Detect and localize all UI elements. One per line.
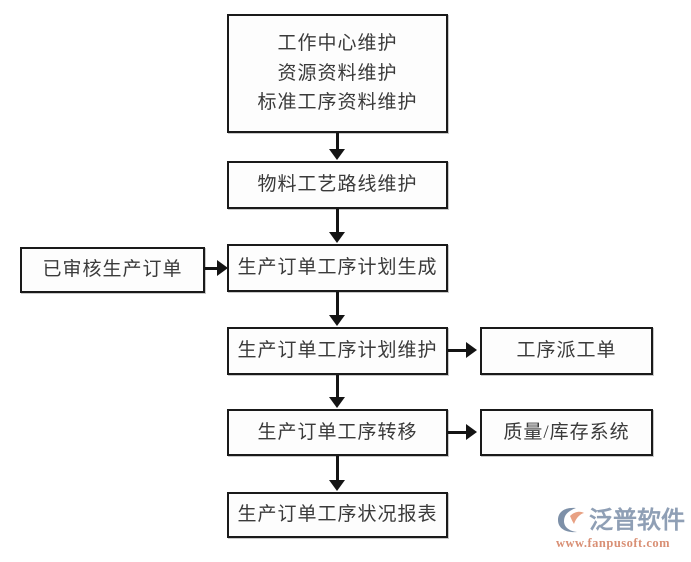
arrowhead-down-icon [329,315,345,326]
node-operation-dispatch-order-label: 工序派工单 [516,340,617,362]
connector-maintain-to-dispatch [448,349,468,352]
node-operation-transfer-label: 生产订单工序转移 [257,421,418,443]
arrowhead-down-icon [329,397,345,408]
node-operation-dispatch-order[interactable]: 工序派工单 [480,327,653,375]
connector-approved-to-generate [205,267,219,270]
connector-transfer-to-quality [448,431,468,434]
arrowhead-right-icon [217,260,228,276]
node-operation-status-report-label: 生产订单工序状况报表 [237,504,438,526]
node-operation-plan-maintain-label: 生产订单工序计划维护 [237,340,438,362]
connector-routing-to-generate [336,209,339,233]
node-operation-plan-generate-label: 生产订单工序计划生成 [237,257,438,279]
node-quality-inventory-system-label: 质量/库存系统 [503,421,630,443]
watermark-brand-text: 泛普软件 [589,505,685,534]
node-operation-plan-generate[interactable]: 生产订单工序计划生成 [227,244,448,292]
node-quality-inventory-system[interactable]: 质量/库存系统 [480,409,653,456]
node-approved-order-label: 已审核生产订单 [42,259,183,281]
node-approved-order[interactable]: 已审核生产订单 [20,247,205,293]
node-basic-data-line-2: 资源资料维护 [277,62,398,84]
connector-transfer-to-report [336,456,339,481]
connector-maintain-to-transfer [336,375,339,398]
arrowhead-right-icon [466,424,477,440]
node-basic-data[interactable]: 工作中心维护 资源资料维护 标准工序资料维护 [227,14,448,133]
node-operation-status-report[interactable]: 生产订单工序状况报表 [227,492,448,538]
node-operation-transfer[interactable]: 生产订单工序转移 [227,409,448,456]
arrowhead-down-icon [329,149,345,160]
arrowhead-down-icon [329,480,345,491]
connector-basic-to-routing [336,133,339,150]
node-basic-data-line-3: 标准工序资料维护 [257,92,418,114]
connector-generate-to-maintain [336,292,339,316]
watermark-url-text: www.fanpusoft.com [556,535,671,550]
watermark-brand-row: 泛普软件 [556,506,685,534]
node-operation-plan-maintain[interactable]: 生产订单工序计划维护 [227,327,448,375]
fanpu-logo-icon [558,507,584,532]
arrowhead-down-icon [329,232,345,243]
node-material-routing[interactable]: 物料工艺路线维护 [227,161,448,209]
node-basic-data-line-1: 工作中心维护 [277,33,398,55]
arrowhead-right-icon [466,342,477,358]
node-material-routing-label: 物料工艺路线维护 [257,174,418,196]
watermark-logo: 泛普软件 www.fanpusoft.com [556,500,688,556]
